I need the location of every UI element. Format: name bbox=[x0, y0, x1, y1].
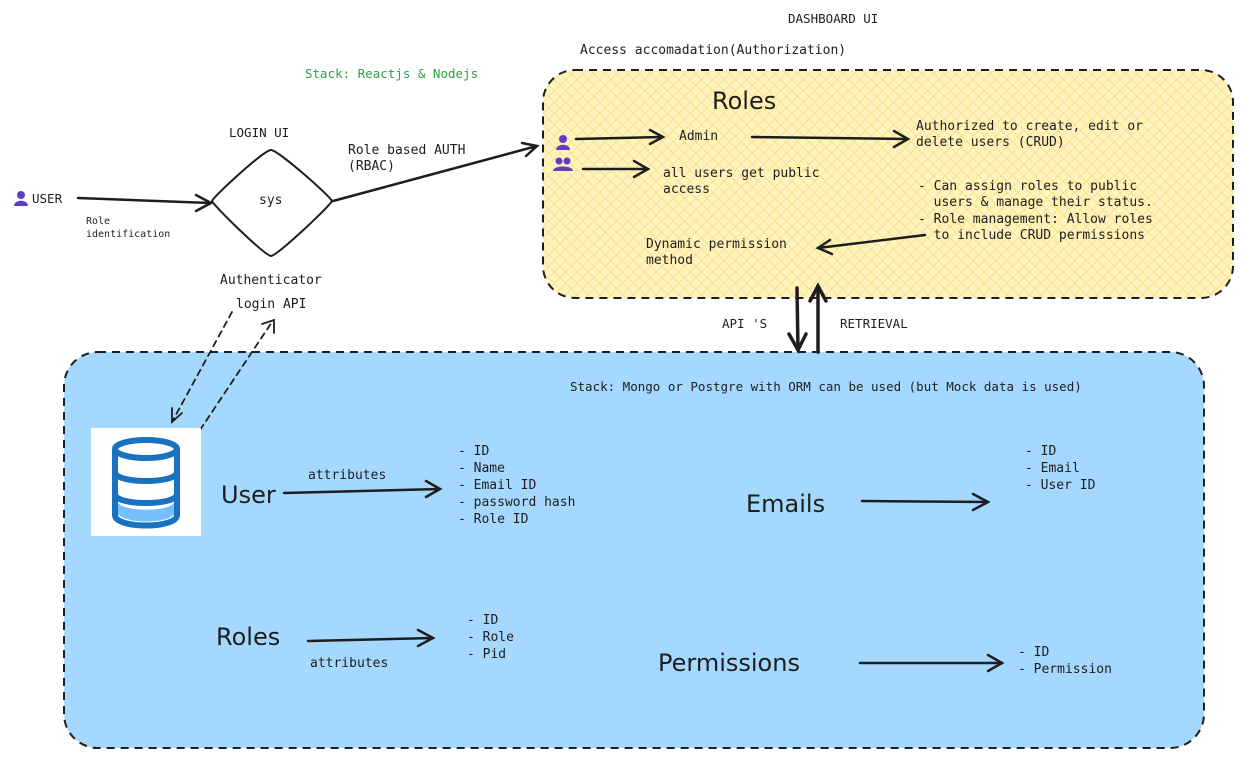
roles-attributes-label: attributes bbox=[310, 656, 389, 671]
assign-roles-label: - Can assign roles to public users & man… bbox=[918, 179, 1153, 243]
database-panel bbox=[63, 351, 1205, 749]
dynamic-permission-label: Dynamic permission method bbox=[646, 237, 787, 269]
roles-panel-title: Roles bbox=[712, 87, 777, 115]
public-arrow bbox=[581, 159, 651, 179]
admin-arrow bbox=[574, 128, 666, 146]
emails-arrow bbox=[860, 492, 991, 512]
user-label: USER bbox=[32, 191, 63, 206]
public-access-label: all users get public access bbox=[663, 166, 820, 198]
user-attributes-arrow bbox=[282, 479, 443, 499]
users-group-icon bbox=[553, 157, 573, 171]
rbac-label: Role based AUTH (RBAC) bbox=[348, 143, 466, 175]
admin-label: Admin bbox=[679, 129, 719, 144]
login-api-label: login API bbox=[236, 297, 307, 312]
user-attributes-list: - ID - Name - Email ID - password hash -… bbox=[458, 444, 576, 527]
dynamic-arrow bbox=[815, 233, 927, 256]
authenticator-label: Authenticator bbox=[220, 273, 322, 288]
login-api-dashed-arrows bbox=[171, 311, 273, 431]
login-ui-label: LOGIN UI bbox=[229, 125, 290, 140]
roles-entity-title: Roles bbox=[216, 623, 281, 651]
authorized-label: Authorized to create, edit or delete use… bbox=[916, 119, 1143, 151]
access-title: Access accomadation(Authorization) bbox=[580, 43, 847, 58]
admin-user-icon bbox=[556, 135, 570, 150]
permissions-arrow bbox=[858, 653, 1005, 673]
user-to-sys-arrow bbox=[76, 193, 214, 213]
rbac-arrow bbox=[331, 141, 540, 203]
roles-attributes-list: - ID - Role - Pid bbox=[467, 613, 514, 662]
sys-diamond bbox=[210, 148, 334, 258]
user-attributes-label: attributes bbox=[308, 468, 387, 483]
roles-panel bbox=[542, 69, 1234, 299]
retrieval-up-arrow bbox=[808, 282, 828, 354]
stack-front-label: Stack: Reactjs & Nodejs bbox=[305, 66, 479, 81]
retrieval-label: RETRIEVAL bbox=[840, 316, 908, 331]
user-entity-title: User bbox=[221, 481, 276, 509]
api-down-arrow bbox=[787, 286, 808, 354]
sys-label: sys bbox=[259, 193, 283, 208]
permissions-entity-title: Permissions bbox=[658, 649, 800, 677]
emails-attributes-list: - ID - Email - User ID bbox=[1025, 444, 1096, 493]
dashboard-ui-label: DASHBOARD UI bbox=[788, 11, 879, 26]
authorized-arrow bbox=[750, 129, 911, 149]
role-identification-label: Role identification bbox=[86, 216, 171, 240]
roles-attributes-arrow bbox=[306, 628, 436, 648]
database-icon bbox=[91, 428, 201, 536]
emails-entity-title: Emails bbox=[746, 490, 826, 518]
db-stack-label: Stack: Mongo or Postgre with ORM can be … bbox=[570, 379, 1082, 394]
apis-label: API 'S bbox=[722, 316, 768, 331]
permissions-attributes-list: - ID - Permission bbox=[1018, 645, 1112, 677]
user-icon bbox=[14, 191, 28, 206]
